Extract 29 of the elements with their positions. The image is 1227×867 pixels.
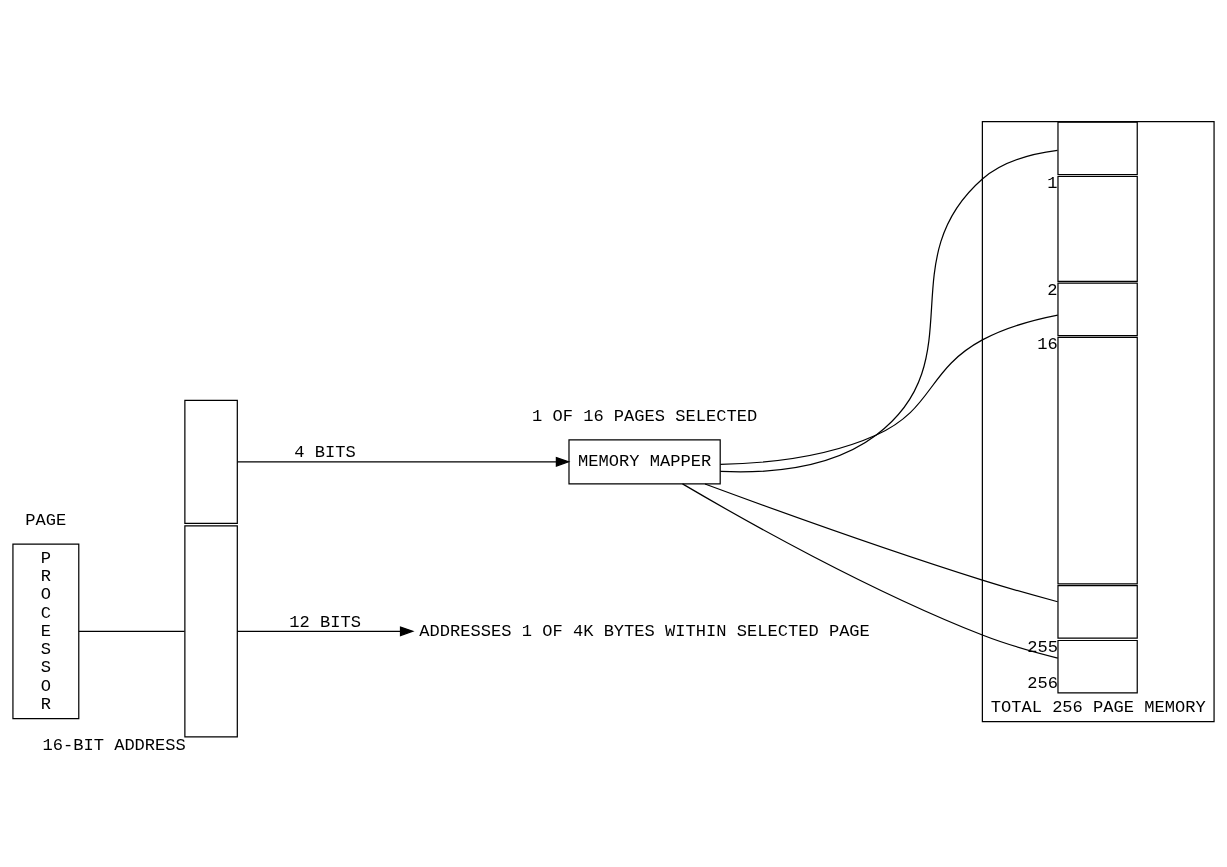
- node-box: [184, 525, 238, 738]
- node-text: ADDRESSES 1 OF 4K BYTES WITHIN SELECTED PAGE: [419, 621, 870, 641]
- node-box: [1057, 639, 1138, 694]
- node-box: [1057, 585, 1138, 639]
- label: PAGE: [25, 510, 67, 530]
- node-label: 2: [1047, 281, 1058, 301]
- node-box: MEMORY MAPPER: [568, 439, 721, 485]
- connector: [78, 630, 186, 632]
- arrow: [236, 626, 415, 637]
- node-box: [1057, 121, 1138, 176]
- node-box: [1057, 282, 1138, 337]
- edge-label: 12 BITS: [289, 612, 361, 632]
- node-label: 16-BIT ADDRESS: [42, 736, 186, 756]
- connector: [719, 149, 1059, 473]
- connector: [719, 314, 1059, 466]
- node-box: [184, 399, 238, 525]
- node-label: 255: [1027, 637, 1059, 657]
- node-box: [1057, 336, 1138, 585]
- node-box: [1057, 175, 1138, 282]
- node-box: PROCESSOR: [12, 543, 80, 720]
- node-label: 1: [1047, 174, 1058, 194]
- edge-label: 4 BITS: [294, 443, 356, 463]
- label: 1 OF 16 PAGES SELECTED: [531, 407, 758, 427]
- arrow: [236, 456, 571, 467]
- connector: [681, 483, 1059, 659]
- node-label: 16: [1037, 335, 1058, 355]
- node-label: TOTAL 256 PAGE MEMORY: [990, 698, 1206, 718]
- node-label: 256: [1027, 674, 1059, 694]
- connector: [704, 483, 1059, 603]
